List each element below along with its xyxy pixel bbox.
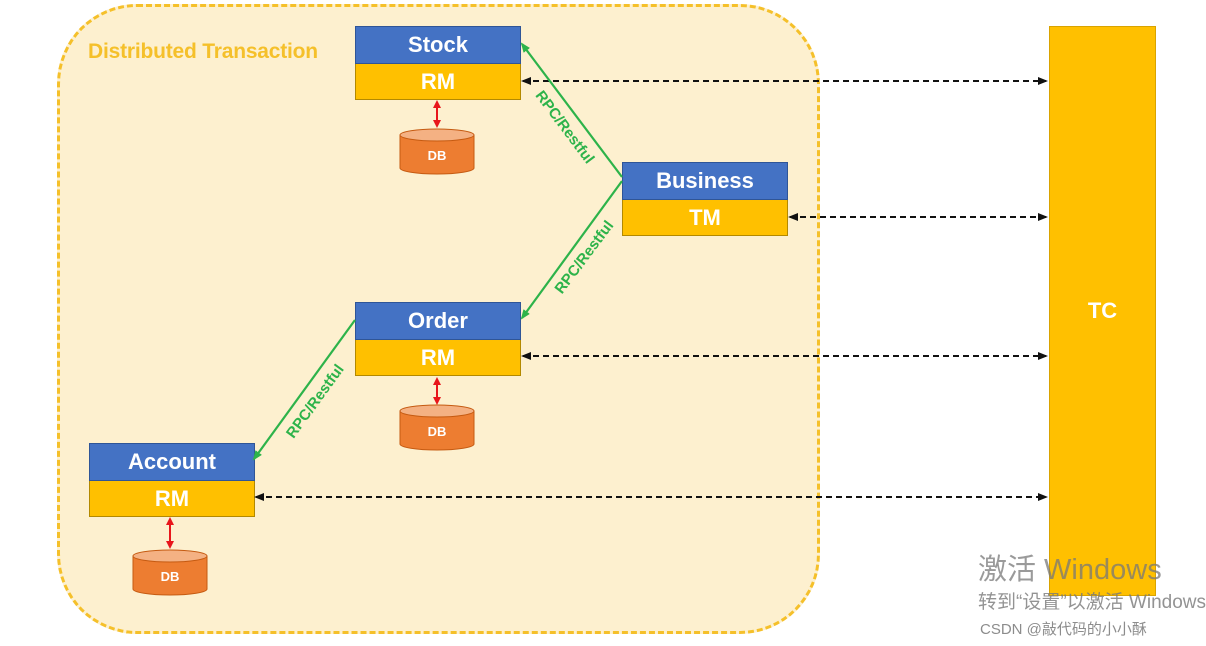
- account-db-cylinder: DB: [132, 549, 208, 596]
- csdn-watermark: CSDN @敲代码的小小酥: [980, 621, 1147, 638]
- order-rm-label: RM: [355, 340, 521, 376]
- order-db-label: DB: [428, 424, 447, 439]
- stock-service-name: Stock: [355, 26, 521, 64]
- account-service-name: Account: [89, 443, 255, 481]
- business-service: Business TM: [622, 162, 788, 236]
- business-tm-label: TM: [622, 200, 788, 236]
- business-service-name: Business: [622, 162, 788, 200]
- account-db-label: DB: [161, 569, 180, 584]
- order-db-cylinder: DB: [399, 404, 475, 451]
- rpc-label-order: RPC/Restful: [552, 218, 618, 297]
- business-to-order-arrow: [520, 180, 623, 320]
- account-rm-label: RM: [89, 481, 255, 517]
- business-to-stock-arrow: [520, 42, 623, 178]
- activate-windows-hint: 转到“设置”以激活 Windows: [978, 592, 1206, 613]
- tc-label: TC: [1087, 298, 1118, 323]
- region-title: Distributed Transaction: [88, 40, 318, 63]
- stock-db-cylinder: DB: [399, 128, 475, 175]
- stock-db-label: DB: [428, 148, 447, 163]
- order-to-account-arrow: [252, 319, 356, 461]
- stock-service: Stock RM: [355, 26, 521, 100]
- account-service: Account RM: [89, 443, 255, 517]
- stock-rm-label: RM: [355, 64, 521, 100]
- activate-windows-title: 激活 Windows: [978, 554, 1162, 586]
- tc-coordinator: TC: [1049, 26, 1156, 596]
